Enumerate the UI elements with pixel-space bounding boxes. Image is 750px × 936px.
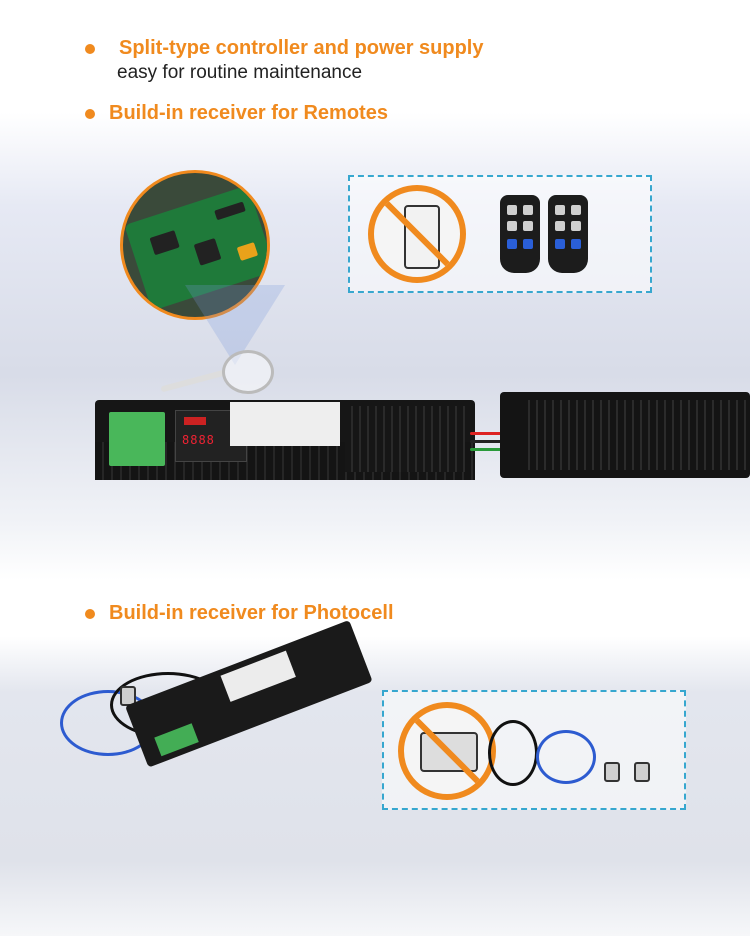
subtext-maintenance: easy for routine maintenance <box>117 62 363 83</box>
terminal-block <box>154 723 199 757</box>
remote-control-icon <box>548 195 588 273</box>
no-external-receiver-icon <box>368 185 466 283</box>
wire-red <box>470 432 512 435</box>
magnifier-handle <box>160 369 226 393</box>
display-digits: 8888 <box>182 433 215 447</box>
wiring-label <box>220 650 296 702</box>
bullet-dot-icon <box>85 608 95 619</box>
bullet-dot-icon <box>85 108 95 119</box>
heat-fins <box>345 406 465 472</box>
controller-body <box>125 619 373 768</box>
no-external-receiver-icon <box>398 702 496 800</box>
bullet-split-type: Split-type controller and power supply <box>85 37 483 60</box>
bullet-remotes: Build-in receiver for Remotes <box>85 102 388 125</box>
photocell-dashed-box <box>382 690 686 810</box>
wire-black <box>470 440 512 443</box>
magnifier-icon <box>222 350 274 394</box>
remote-control-icon <box>500 195 540 273</box>
external-photocell-receiver <box>420 732 478 772</box>
heading-photocell: Build-in receiver for Photocell <box>109 602 394 624</box>
pcb-zoom-circle <box>120 170 270 320</box>
photocell-sensor-icon <box>604 762 620 782</box>
bullet-dot-icon <box>85 43 95 54</box>
terminal-block <box>109 412 165 466</box>
photocell-sensor-icon <box>634 762 650 782</box>
black-cable <box>488 720 538 786</box>
wire-green <box>470 448 512 451</box>
psu-heat-fins <box>522 400 747 470</box>
bullet-photocell: Build-in receiver for Photocell <box>85 602 394 625</box>
dip-switch <box>184 417 206 425</box>
heading-split-type: Split-type controller and power supply <box>119 37 484 59</box>
remotes-dashed-box <box>348 175 652 293</box>
controller-unit: 8888 <box>95 400 475 480</box>
power-supply-unit <box>500 392 750 478</box>
blue-cable <box>536 730 596 784</box>
wiring-label <box>230 402 340 446</box>
photocell-controller <box>105 619 373 826</box>
heading-remotes: Build-in receiver for Remotes <box>109 102 388 124</box>
external-receiver <box>404 205 440 269</box>
